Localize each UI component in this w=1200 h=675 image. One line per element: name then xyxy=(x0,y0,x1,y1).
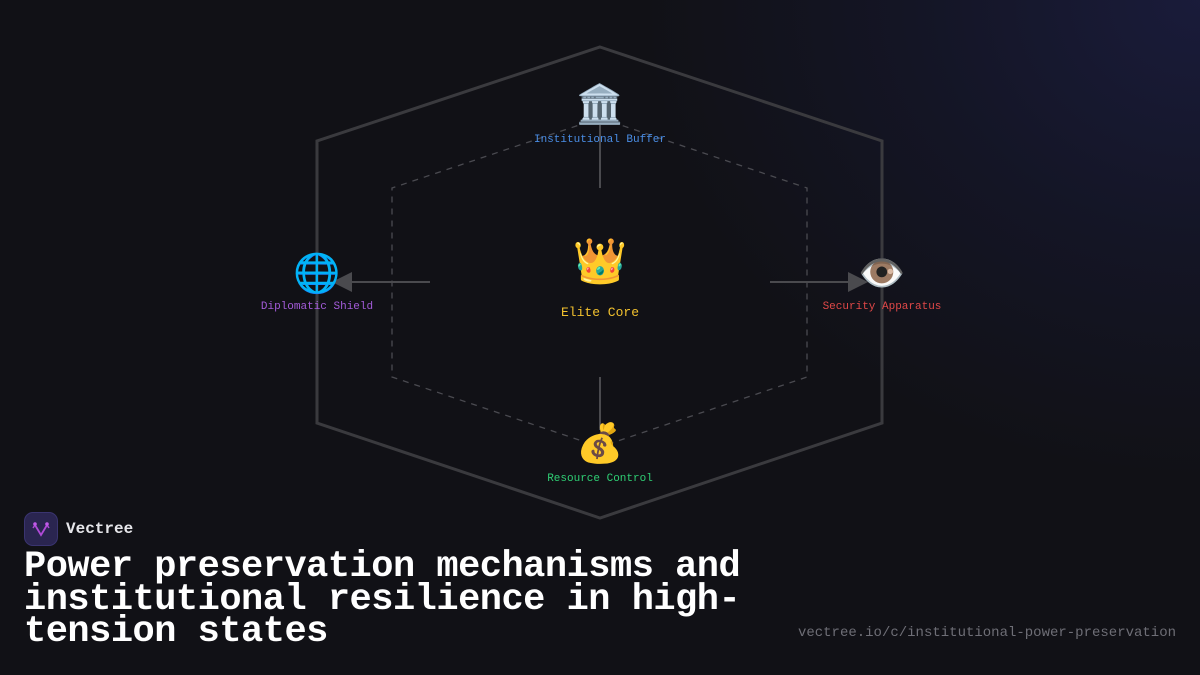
brand[interactable]: Vectree xyxy=(24,512,133,546)
money-bag-icon: 💰 xyxy=(576,421,624,465)
vectree-logo-icon xyxy=(24,512,58,546)
page-url[interactable]: vectree.io/c/institutional-power-preserv… xyxy=(797,625,1176,641)
node-resource-control: 💰 Resource Control xyxy=(547,421,653,485)
crown-icon: 👑 xyxy=(572,236,628,287)
node-elite-core: 👑 Elite Core xyxy=(560,236,640,321)
core-label: Elite Core xyxy=(560,305,640,320)
node-label: Security Apparatus xyxy=(822,301,942,313)
outer-hexagon xyxy=(315,45,884,520)
classical-building-icon: 🏛️ xyxy=(576,82,624,126)
node-security-apparatus: 👁️ Security Apparatus xyxy=(823,251,942,313)
node-institutional-buffer: 🏛️ Institutional Buffer xyxy=(534,82,666,146)
brand-name: Vectree xyxy=(66,520,134,538)
globe-icon: 🌐 xyxy=(293,251,341,295)
node-label: Diplomatic Shield xyxy=(260,301,374,313)
node-label: Resource Control xyxy=(547,473,653,485)
inner-hexagon xyxy=(391,117,808,448)
node-label: Institutional Buffer xyxy=(533,134,667,146)
page-title: Power preservation mechanisms and instit… xyxy=(24,546,741,653)
node-diplomatic-shield: 🌐 Diplomatic Shield xyxy=(261,251,373,313)
eye-icon: 👁️ xyxy=(858,251,906,295)
